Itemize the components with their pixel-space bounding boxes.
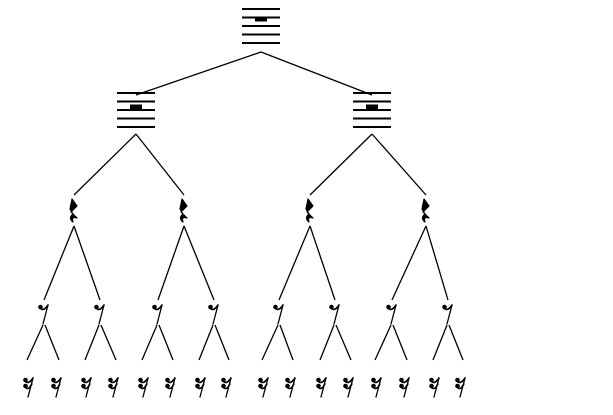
eighth-rest-icon <box>386 304 397 325</box>
sixteenth-rest-icon <box>371 377 382 398</box>
eighth-rest-icon <box>208 304 219 325</box>
tree-edge <box>391 225 427 301</box>
quarter-rest-icon <box>305 198 314 223</box>
sixteenth-rest-icon <box>221 377 232 398</box>
tree-edge <box>183 225 215 301</box>
tree-edge <box>278 225 311 301</box>
eighth-rest-icon <box>94 304 105 325</box>
sixteenth-rest-icon <box>138 377 149 398</box>
eighth-rest-icon <box>442 304 453 325</box>
tree-edge <box>309 225 336 301</box>
tree-edge <box>279 324 294 361</box>
sixteenth-rest-icon <box>51 377 62 398</box>
sixteenth-rest-icon <box>258 377 269 398</box>
sixteenth-rest-icon <box>285 377 296 398</box>
tree-edge <box>392 324 408 361</box>
tree-edge <box>335 324 352 361</box>
eighth-rest-icon <box>38 304 49 325</box>
sixteenth-rest-icon <box>343 377 354 398</box>
quarter-rest-icon <box>421 198 430 223</box>
tree-edge <box>319 324 335 361</box>
eighth-rest-icon <box>273 304 284 325</box>
eighth-rest-icon <box>152 304 163 325</box>
tree-edge <box>135 51 262 96</box>
tree-nodes <box>23 8 466 398</box>
tree-edge <box>141 324 158 361</box>
sixteenth-rest-icon <box>81 377 92 398</box>
whole-rest-icon <box>242 8 280 44</box>
sixteenth-rest-icon <box>108 377 119 398</box>
tree-edge <box>44 324 60 361</box>
tree-edge <box>425 225 449 301</box>
half-rest-icon <box>117 92 155 128</box>
tree-edge <box>448 324 464 361</box>
tree-edge <box>158 324 174 361</box>
quarter-rest-icon <box>179 198 188 223</box>
tree-edge <box>84 324 100 361</box>
sixteenth-rest-icon <box>23 377 34 398</box>
tree-edge <box>309 133 373 196</box>
tree-edge <box>100 324 117 361</box>
tree-edge <box>261 324 279 361</box>
sixteenth-rest-icon <box>316 377 327 398</box>
tree-edge <box>26 324 44 361</box>
sixteenth-rest-icon <box>455 377 466 398</box>
tree-edge <box>432 324 448 361</box>
sixteenth-rest-icon <box>165 377 176 398</box>
tree-edge <box>157 225 185 301</box>
tree-edge <box>374 324 392 361</box>
sixteenth-rest-icon <box>429 377 440 398</box>
tree-edges <box>26 51 464 361</box>
tree-edge <box>260 51 373 96</box>
sixteenth-rest-icon <box>399 377 410 398</box>
tree-edge <box>73 133 137 196</box>
sixteenth-rest-icon <box>195 377 206 398</box>
tree-edge <box>214 324 230 361</box>
tree-edge <box>43 225 75 301</box>
tree-edge <box>135 133 185 196</box>
tree-edge <box>371 133 427 196</box>
quarter-rest-icon <box>69 198 78 223</box>
tree-edge <box>73 225 101 301</box>
eighth-rest-icon <box>329 304 340 325</box>
tree-edge <box>198 324 214 361</box>
half-rest-icon <box>353 92 391 128</box>
